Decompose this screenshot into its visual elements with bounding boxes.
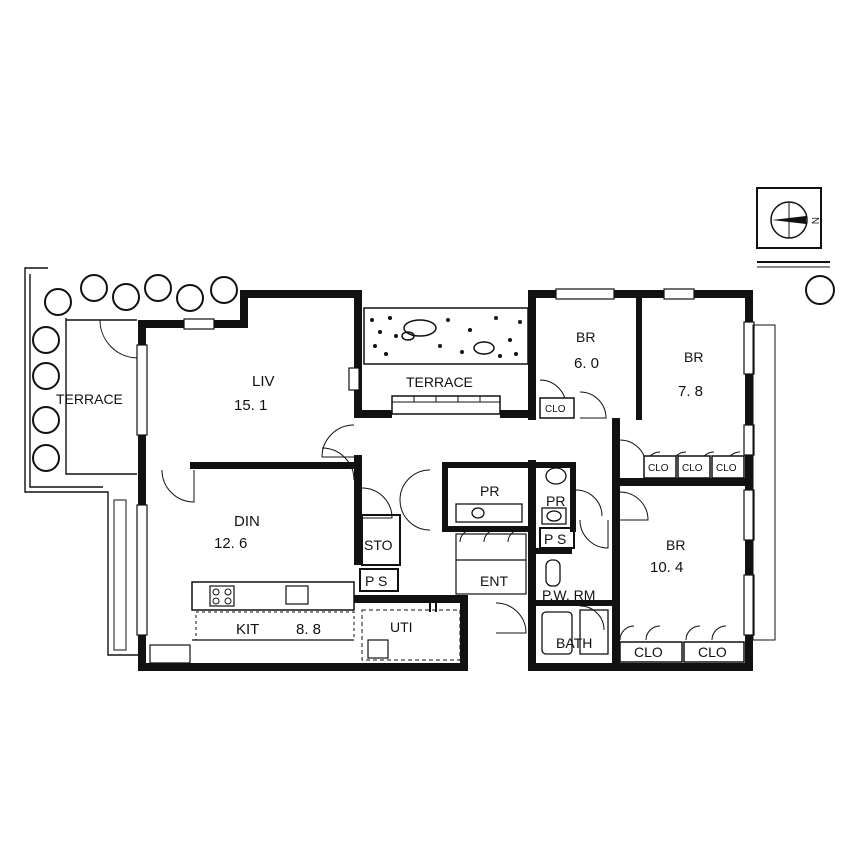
label-liv-area: 15. 1 — [234, 397, 267, 414]
label-pr-left: PR — [480, 483, 499, 499]
terrace-bench — [391, 395, 501, 415]
label-ps-kitchen: P S — [365, 573, 387, 589]
label-ent: ENT — [480, 573, 508, 589]
shrubs — [32, 274, 835, 472]
label-br2-name: BR — [684, 349, 703, 365]
label-kit-area: 8. 8 — [296, 621, 321, 638]
label-clo-br2-1: CLO — [648, 463, 669, 474]
clo-box-br3-2 — [683, 641, 745, 663]
label-din-area: 12. 6 — [214, 535, 247, 552]
sink-icon — [285, 585, 309, 605]
entry-cabinets — [455, 533, 527, 595]
label-clo-br3-2: CLO — [698, 644, 727, 660]
west-terrace-outline — [24, 267, 140, 656]
label-ps-bath: P S — [544, 531, 566, 547]
label-liv-name: LIV — [252, 373, 275, 390]
clo-box-br2-1 — [643, 455, 677, 479]
clo-box-br3-1 — [619, 641, 683, 663]
label-clo-br3-1: CLO — [634, 644, 663, 660]
washer-icon — [367, 639, 389, 659]
label-br1-name: BR — [576, 329, 595, 345]
label-clo-br2-3: CLO — [716, 463, 737, 474]
label-clo-br1: CLO — [545, 404, 566, 415]
label-br3-name: BR — [666, 537, 685, 553]
bath-fixtures — [455, 467, 609, 655]
label-terrace-north: TERRACE — [406, 374, 473, 390]
north-compass: N — [756, 187, 830, 268]
closet-boxes — [539, 397, 745, 663]
room-labels: TERRACE TERRACE LIV 15. 1 DIN 12. 6 KIT … — [56, 329, 737, 660]
bathtub-icon — [541, 611, 573, 655]
storage-boxes — [359, 514, 575, 592]
clo-box-br2-2 — [677, 455, 711, 479]
windows — [136, 288, 776, 641]
label-br1-area: 6. 0 — [574, 355, 599, 372]
walls — [138, 290, 753, 671]
label-br2-area: 7. 8 — [678, 383, 703, 400]
label-clo-br2-2: CLO — [682, 463, 703, 474]
label-uti: UTI — [390, 619, 413, 635]
compass-label: N — [809, 217, 820, 224]
kitchen-fixtures — [149, 581, 461, 664]
label-pr-right: PR — [546, 493, 565, 509]
label-kit-name: KIT — [236, 621, 259, 638]
clo-box-br1 — [539, 397, 575, 419]
label-terrace-west: TERRACE — [56, 391, 123, 407]
north-terrace-planter — [363, 307, 529, 365]
stove-icon — [209, 585, 235, 607]
label-sto: STO — [364, 537, 393, 553]
label-br3-area: 10. 4 — [650, 559, 683, 576]
label-din-name: DIN — [234, 513, 260, 530]
clo-box-br2-3 — [711, 455, 745, 479]
label-pw-rm: P.W. RM — [542, 587, 595, 603]
toilet-icon — [545, 467, 567, 485]
label-bath: BATH — [556, 635, 592, 651]
